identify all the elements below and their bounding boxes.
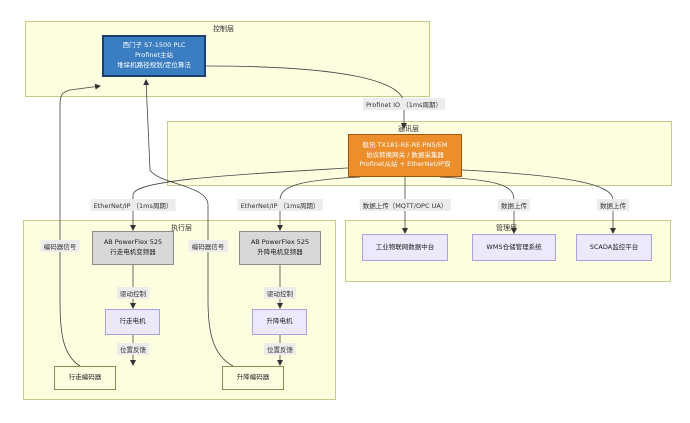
motor-travel-label: 行走电机 xyxy=(119,317,146,326)
edge-gw-vfd-travel xyxy=(130,167,349,231)
mgmt-layer-title: 管理层 xyxy=(496,224,517,232)
edge-plc-gateway xyxy=(205,65,407,129)
vfd-travel-node: AB PowerFlex 525 行走电机变频器 xyxy=(92,231,174,265)
edge-gw-scada xyxy=(461,169,616,234)
label-gw-iot: 数据上传（MQTT/OPC UA） xyxy=(359,199,451,211)
control-layer: 控制层 xyxy=(25,21,430,97)
vfd-travel-line-1: AB PowerFlex 525 xyxy=(103,238,163,247)
label-fb-lift: 位置反馈 xyxy=(264,343,296,355)
label-enc-sig-lift: 编码器信号 xyxy=(188,240,228,252)
edge-enc-lift-plc xyxy=(143,79,234,367)
wms-label: WMS仓储管理系统 xyxy=(486,242,542,251)
encoder-lift-node: 升降编码器 xyxy=(222,366,284,390)
gateway-node: 稳讯 TX181-RE-RE-PNS/EM 协议转换网关 / 数据采集器 Pro… xyxy=(348,134,462,177)
vfd-lift-node: AB PowerFlex 525 升降电机变频器 xyxy=(239,231,321,265)
gateway-line-2: 协议转换网关 / 数据采集器 xyxy=(366,150,444,159)
edge-enc-travel-plc xyxy=(59,83,101,367)
label-gw-wms: 数据上传 xyxy=(498,199,530,211)
scada-node: SCADA监控平台 xyxy=(576,234,652,261)
motor-lift-node: 升降电机 xyxy=(252,309,307,335)
label-enc-sig-travel: 编码器信号 xyxy=(40,240,80,252)
plc-line-1: 西门子 S7-1500 PLC xyxy=(122,41,186,50)
plc-node: 西门子 S7-1500 PLC Profinet主站 堆垛机路径规划/定位算法 xyxy=(102,35,206,77)
control-layer-title: 控制层 xyxy=(213,25,234,33)
vfd-lift-line-2: 升降电机变频器 xyxy=(257,248,303,256)
comm-layer-title: 通讯层 xyxy=(398,125,419,133)
wms-node: WMS仓储管理系统 xyxy=(472,234,556,261)
label-drive-lift: 驱动控制 xyxy=(264,287,296,299)
scada-label: SCADA监控平台 xyxy=(589,242,639,251)
label-gw-vfd-travel: EtherNet/IP （1ms周期） xyxy=(90,199,176,211)
label-plc-gateway: Profinet IO （1ms周期） xyxy=(362,98,446,110)
label-gw-vfd-lift: EtherNet/IP （1ms周期） xyxy=(237,199,323,211)
encoder-travel-label: 行走编码器 xyxy=(68,373,102,382)
vfd-travel-line-2: 行走电机变频器 xyxy=(110,248,156,256)
label-fb-travel: 位置反馈 xyxy=(117,343,149,355)
encoder-travel-node: 行走编码器 xyxy=(54,366,116,390)
motor-travel-node: 行走电机 xyxy=(105,309,160,335)
gateway-line-1: 稳讯 TX181-RE-RE-PNS/EM xyxy=(362,140,448,149)
iot-platform-label: 工业物联网数据中台 xyxy=(375,242,435,251)
label-gw-scada: 数据上传 xyxy=(597,199,629,211)
vfd-lift-line-1: AB PowerFlex 525 xyxy=(250,238,310,247)
plc-line-3: 堆垛机路径规划/定位算法 xyxy=(117,60,191,69)
gateway-line-3: Profinet从站 + EtherNet/IP双 xyxy=(359,160,451,169)
motor-lift-label: 升降电机 xyxy=(266,317,293,326)
label-drive-travel: 驱动控制 xyxy=(117,287,149,299)
plc-line-2: Profinet主站 xyxy=(134,51,174,60)
exec-layer-title: 执行层 xyxy=(171,224,192,232)
iot-platform-node: 工业物联网数据中台 xyxy=(362,234,448,261)
encoder-lift-label: 升降编码器 xyxy=(236,373,270,382)
